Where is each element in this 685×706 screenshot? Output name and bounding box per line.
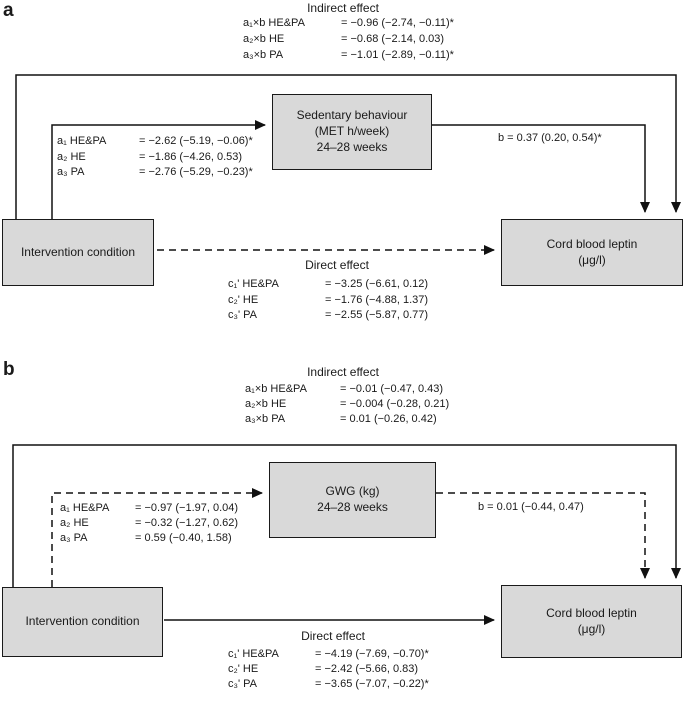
effect-label: a₃×b PA	[243, 49, 284, 61]
effect-value: = −2.76 (−5.29, −0.23)*	[139, 166, 253, 178]
effect-label: c₃' PA	[228, 678, 257, 690]
arrow-a-outer-path	[15, 74, 681, 219]
panel-b-mediator-box: GWG (kg) 24–28 weeks	[269, 462, 436, 538]
effect-value: = −1.86 (−4.26, 0.53)	[139, 150, 243, 163]
effect-row: a₁ HE&PA = −0.97 (−1.97, 0.04)	[60, 501, 238, 516]
effect-value: = −2.55 (−5.87, 0.77)	[325, 309, 429, 321]
effect-row: c₂' HE = −1.76 (−4.88, 1.37)	[228, 293, 428, 309]
effect-row: c₁' HE&PA = −3.25 (−6.61, 0.12)	[228, 277, 428, 293]
effect-label: a₃ PA	[57, 166, 85, 178]
box-text: Cord blood leptin (μg/l)	[546, 236, 638, 267]
box-text: Cord blood leptin (μg/l)	[546, 605, 637, 636]
panel-b-exposure-box: Intervention condition	[2, 587, 163, 657]
effect-value: = −3.65 (−7.07, −0.22)*	[315, 678, 429, 690]
effect-label: a₁×b HE&PA	[243, 17, 305, 29]
effect-label: c₁' HE&PA	[228, 278, 279, 290]
panel-a-outcome-box: Cord blood leptin (μg/l)	[501, 219, 683, 286]
box-text: Intervention condition	[20, 244, 136, 259]
effect-label: a₂×b HE	[245, 398, 287, 410]
panel-b-apath-block: a₁ HE&PA = −0.97 (−1.97, 0.04) a₂ HE = −…	[60, 501, 238, 546]
effect-value: = −0.32 (−1.27, 0.62)	[135, 517, 239, 529]
effect-row: a₂×b HE = −0.68 (−2.14, 0.03)	[243, 31, 454, 47]
panel-a-direct-title: Direct effect	[305, 258, 369, 272]
panel-a-direct-block: c₁' HE&PA = −3.25 (−6.61, 0.12) c₂' HE =…	[228, 277, 428, 324]
panel-b-label: b	[3, 359, 15, 380]
effect-value: = −0.01 (−0.47, 0.43)	[340, 383, 444, 395]
panel-a-indirect-block: a₁×b HE&PA = −0.96 (−2.74, −0.11)* a₂×b …	[243, 15, 454, 63]
effect-label: a₂×b HE	[243, 33, 285, 45]
effect-label: a₁×b HE&PA	[245, 383, 307, 395]
effect-row: a₃ PA = 0.59 (−0.40, 1.58)	[60, 531, 238, 546]
panel-a-exposure-box: Intervention condition	[2, 219, 154, 286]
effect-label: a₃×b PA	[245, 413, 286, 425]
effect-value: = −0.004 (−0.28, 0.21)	[340, 398, 450, 410]
effect-value: = −0.97 (−1.97, 0.04)	[135, 502, 239, 514]
arrow-b-mediator-path	[51, 488, 263, 587]
panel-b-indirect-block: a₁×b HE&PA = −0.01 (−0.47, 0.43) a₂×b HE…	[245, 382, 449, 427]
arrow-a-b-path	[432, 124, 650, 213]
effect-label: a₁ HE&PA	[60, 502, 110, 514]
effect-value: = −0.68 (−2.14, 0.03)	[341, 33, 445, 45]
panel-a-label: a	[3, 0, 14, 21]
panel-b-bpath-label: b = 0.01 (−0.44, 0.47)	[478, 501, 584, 513]
box-text: GWG (kg) 24–28 weeks	[317, 484, 388, 514]
effect-label: c₁' HE&PA	[228, 648, 279, 660]
effect-value: = −2.42 (−5.66, 0.83)	[315, 663, 419, 675]
effect-row: a₂×b HE = −0.004 (−0.28, 0.21)	[245, 397, 449, 412]
panel-b-indirect-title: Indirect effect	[307, 365, 379, 379]
effect-value: = 0.59 (−0.40, 1.58)	[135, 532, 232, 544]
effect-value: = −1.01 (−2.89, −0.11)*	[341, 49, 454, 61]
panel-b-outcome-box: Cord blood leptin (μg/l)	[501, 585, 682, 658]
effect-label: a₂ HE	[57, 150, 86, 163]
effect-row: a₂ HE = −1.86 (−4.26, 0.53)	[57, 150, 253, 166]
effect-row: a₁×b HE&PA = −0.01 (−0.47, 0.43)	[245, 382, 449, 397]
effect-row: a₂ HE = −0.32 (−1.27, 0.62)	[60, 516, 238, 531]
arrow-b-b-path	[436, 492, 650, 579]
effect-row: a₁×b HE&PA = −0.96 (−2.74, −0.11)*	[243, 15, 454, 31]
effect-row: a₁ HE&PA = −2.62 (−5.19, −0.06)*	[57, 134, 253, 150]
panel-a-indirect-title: Indirect effect	[307, 1, 379, 15]
effect-value: = −4.19 (−7.69, −0.70)*	[315, 648, 429, 660]
effect-value: = 0.01 (−0.26, 0.42)	[340, 413, 437, 425]
arrow-a-mediator-path	[51, 120, 266, 219]
effect-row: a₃×b PA = 0.01 (−0.26, 0.42)	[245, 412, 449, 427]
effect-label: c₂' HE	[228, 293, 259, 306]
panel-b-direct-title: Direct effect	[301, 629, 365, 643]
panel-a-bpath-label: b = 0.37 (0.20, 0.54)*	[498, 132, 602, 144]
effect-label: c₂' HE	[228, 663, 259, 675]
effect-label: a₂ HE	[60, 517, 89, 529]
effect-label: a₃ PA	[60, 532, 88, 544]
effect-label: a₁ HE&PA	[57, 135, 107, 147]
effect-row: c₁' HE&PA = −4.19 (−7.69, −0.70)*	[228, 647, 429, 662]
effect-label: c₃' PA	[228, 309, 257, 321]
box-text: Sedentary behaviour (MET h/week) 24–28 w…	[296, 108, 408, 154]
effect-row: a₃ PA = −2.76 (−5.29, −0.23)*	[57, 165, 253, 181]
effect-row: c₃' PA = −3.65 (−7.07, −0.22)*	[228, 677, 429, 692]
effect-row: c₃' PA = −2.55 (−5.87, 0.77)	[228, 308, 428, 324]
effect-row: a₃×b PA = −1.01 (−2.89, −0.11)*	[243, 47, 454, 63]
box-text: Intervention condition	[25, 614, 140, 629]
panel-b-direct-block: c₁' HE&PA = −4.19 (−7.69, −0.70)* c₂' HE…	[228, 647, 429, 692]
effect-value: = −0.96 (−2.74, −0.11)*	[341, 17, 454, 29]
effect-value: = −2.62 (−5.19, −0.06)*	[139, 135, 253, 147]
effect-value: = −1.76 (−4.88, 1.37)	[325, 293, 429, 306]
effect-value: = −3.25 (−6.61, 0.12)	[325, 278, 429, 290]
arrow-b-outer-path	[12, 444, 681, 587]
effect-row: c₂' HE = −2.42 (−5.66, 0.83)	[228, 662, 429, 677]
panel-a-apath-block: a₁ HE&PA = −2.62 (−5.19, −0.06)* a₂ HE =…	[57, 134, 253, 181]
panel-a-mediator-box: Sedentary behaviour (MET h/week) 24–28 w…	[272, 94, 432, 170]
